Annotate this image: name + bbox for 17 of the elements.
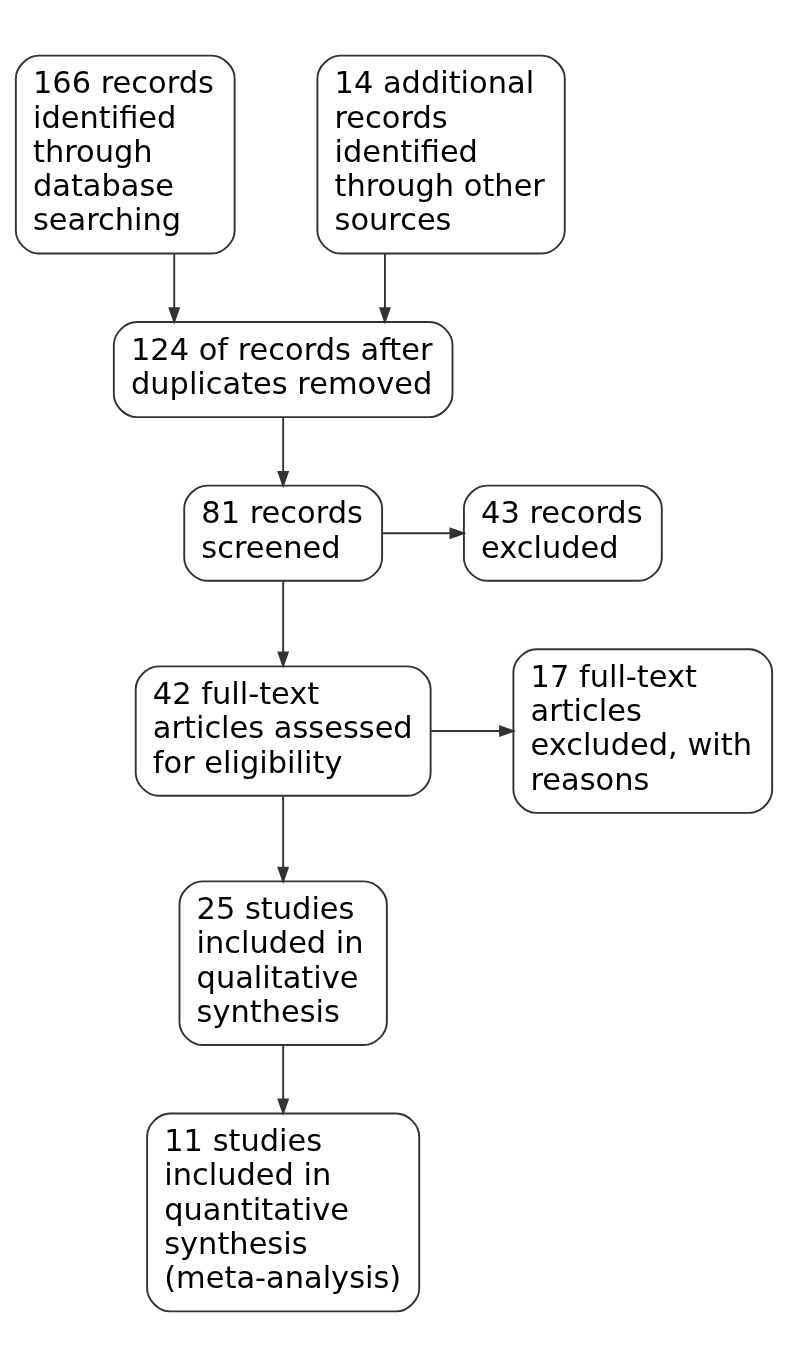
node-box: 11 studies included in quantitative synthesis (meta-analysis): [146, 1112, 421, 1312]
arrow: [277, 579, 290, 669]
arrow: [277, 1044, 290, 1116]
node-box: 42 full-text articles assessed for eligibility: [134, 664, 432, 797]
arrow: [381, 526, 467, 539]
node-box: 166 records identified through database searching: [14, 54, 236, 254]
node-box: 25 studies included in qualitative synthesis: [178, 879, 388, 1046]
arrow: [277, 416, 290, 488]
node-box: 43 records excluded: [462, 484, 663, 582]
arrow: [277, 794, 290, 884]
arrow: [430, 724, 517, 737]
arrow: [378, 252, 391, 324]
node-box: 17 full-text articles excluded, with reasons: [512, 647, 774, 814]
node-box: 14 additional records identified through other sources: [316, 54, 566, 254]
node-box: 81 records screened: [183, 484, 384, 582]
node-box: 124 of records after duplicates removed: [112, 320, 454, 418]
arrow: [168, 252, 181, 324]
